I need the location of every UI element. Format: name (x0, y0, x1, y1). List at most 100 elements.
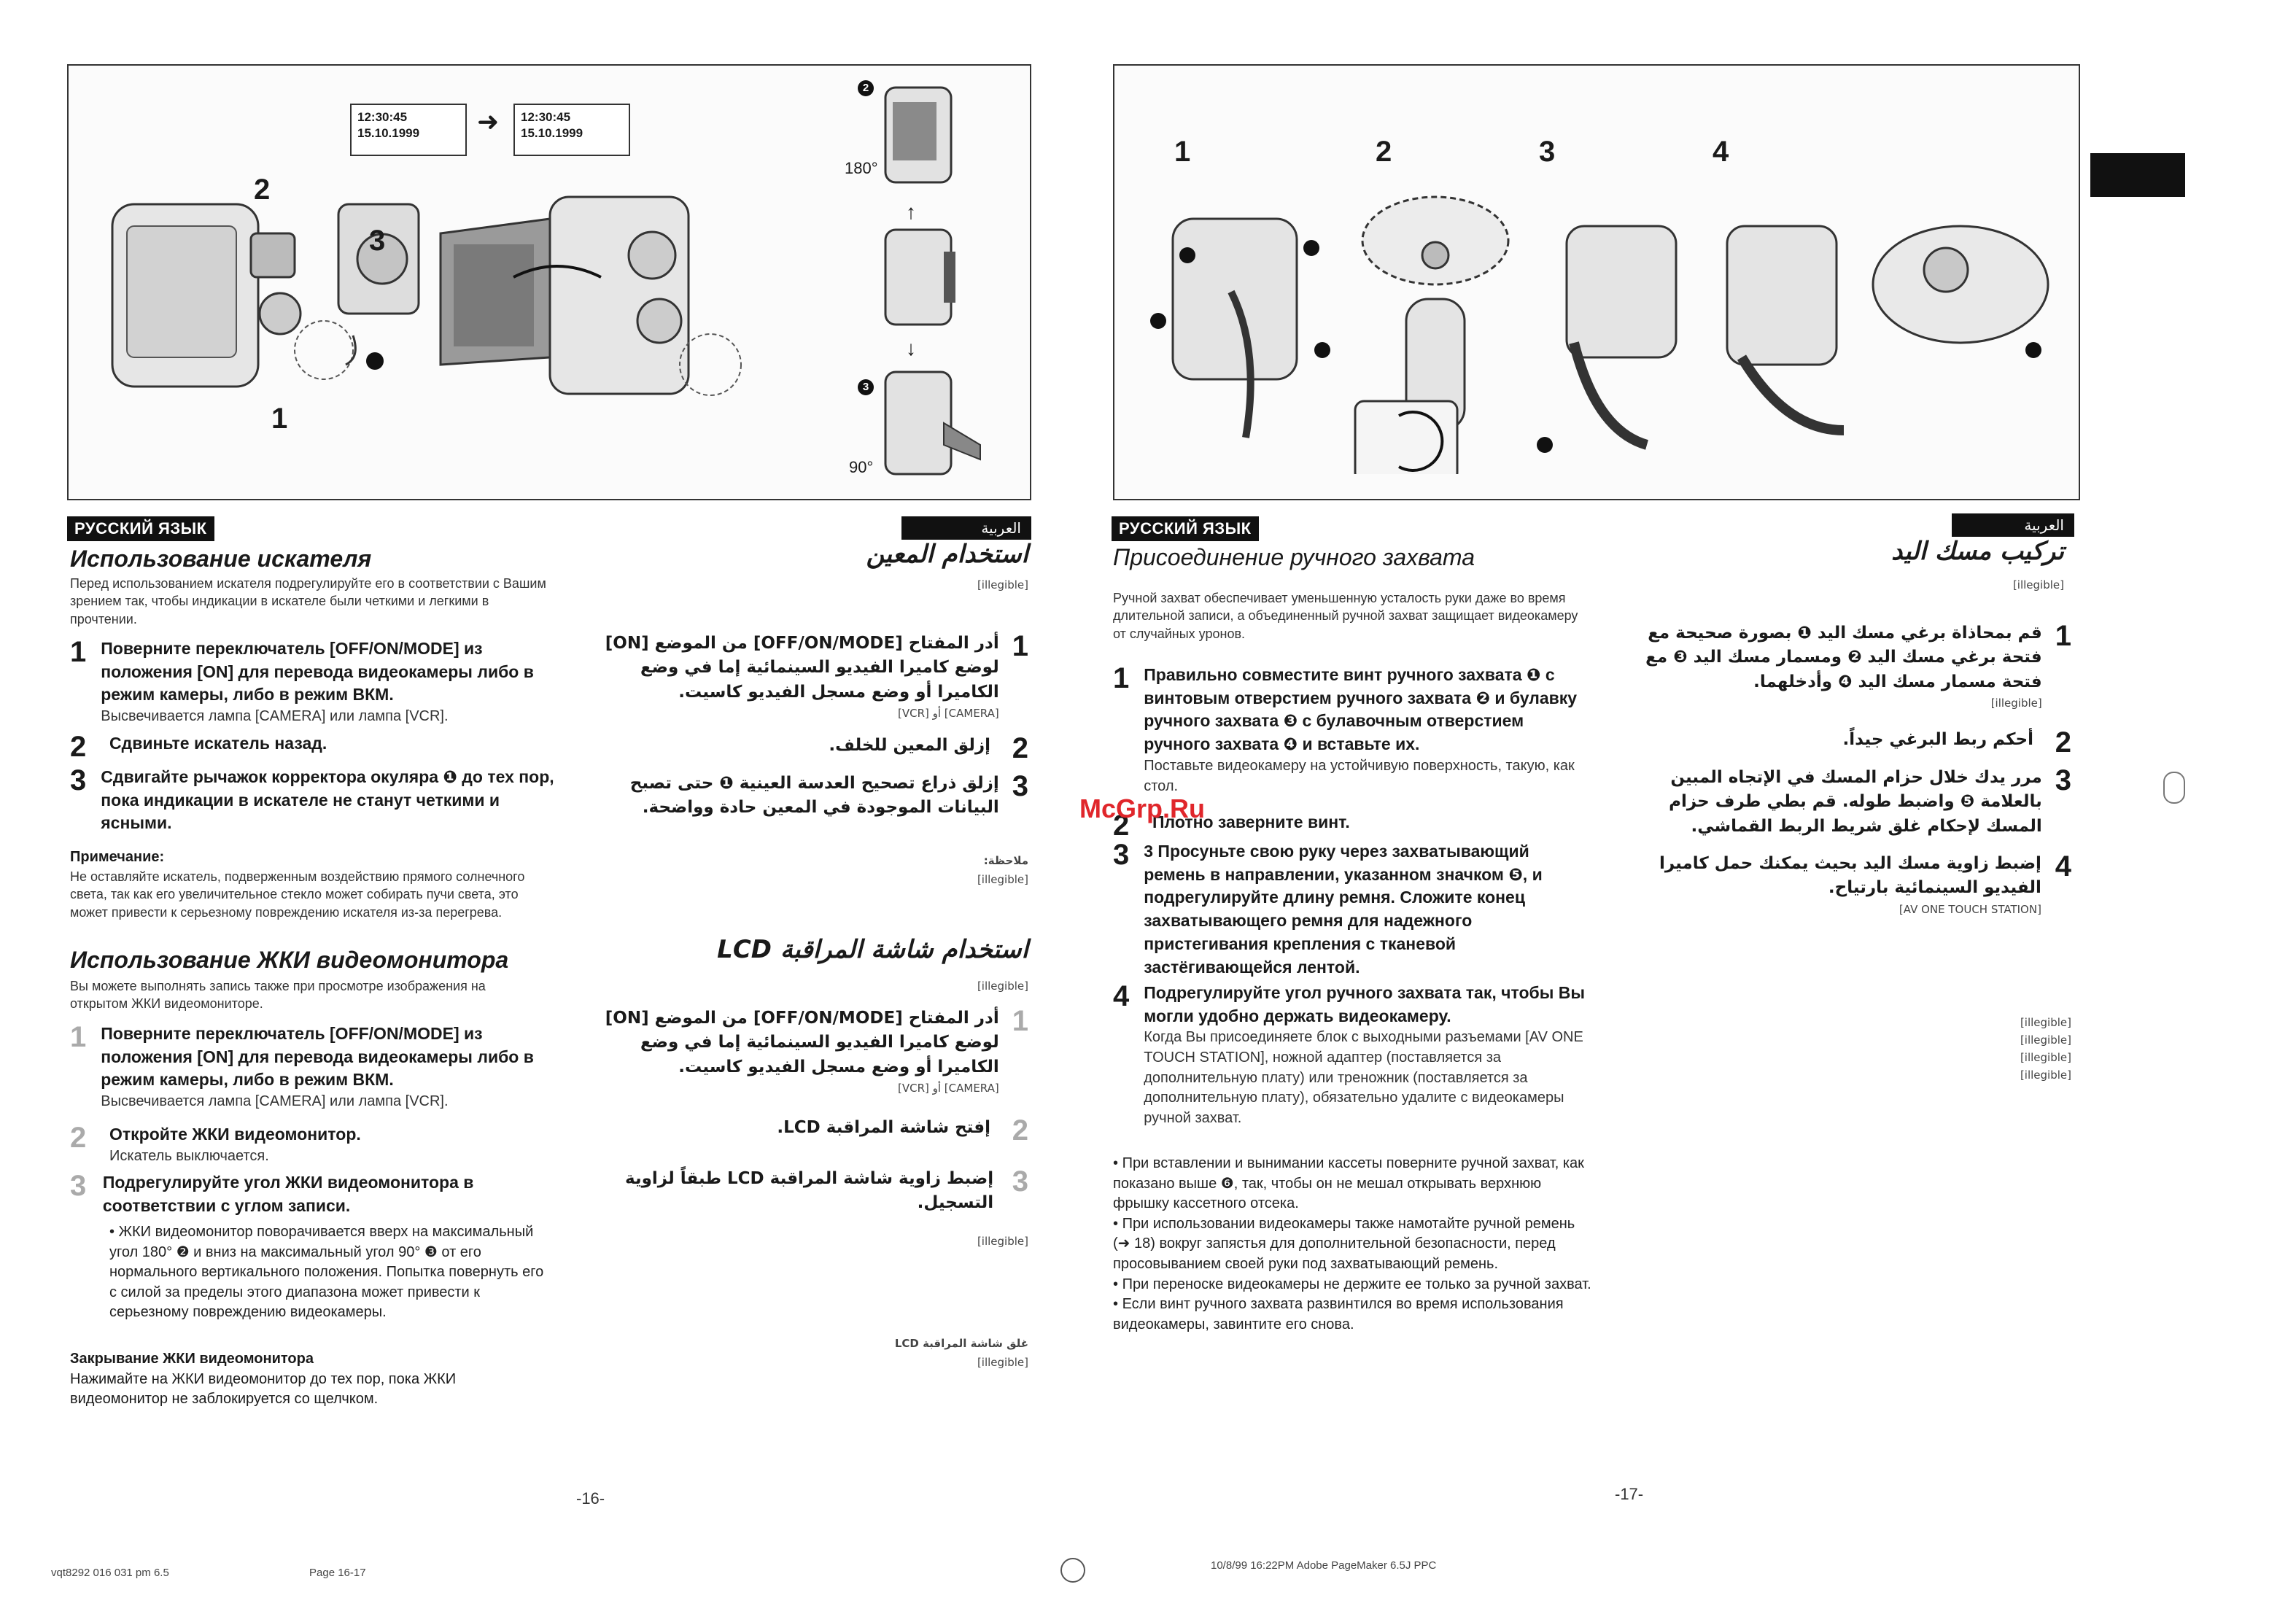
language-edge-tab (2090, 153, 2185, 197)
arabic-intro-lcd: [illegible] (977, 979, 1028, 993)
arabic-step-1-lcd: 1 أدر المفتاح [OFF/ON/MODE] من الموضع [O… (598, 1006, 1028, 1097)
russian-language-tag: РУССКИЙ ЯЗЫК (67, 516, 214, 541)
arabic-bullet-item-3: [illegible] (2020, 1051, 2071, 1064)
section-title-viewfinder: Использование искателя (70, 546, 372, 572)
rotate-up-arrow-icon: ↑ (906, 201, 916, 223)
step-number: 2 (1113, 810, 1130, 842)
figure-step-4: 4 (1713, 136, 1729, 168)
step-subtext: Искатель выключается. (109, 1147, 269, 1164)
figure-step-label-3: 3 (369, 225, 386, 257)
angle-90-label: 90° (849, 458, 874, 476)
step-4-grip: 4 Подрегулируйте угол ручного захвата та… (1113, 982, 1594, 1128)
footer-filename: vqt8292 016 031 pm 6.5 (51, 1567, 169, 1579)
arabic-bullet-item-1: [illegible] (2020, 1016, 2071, 1029)
bullet-item-1: • При вставлении и вынимании кассеты пов… (1113, 1155, 1584, 1212)
arabic-step-1-viewfinder: 1 أدر المفتاح [OFF/ON/MODE] من الموضع [O… (598, 632, 1028, 722)
arabic-language-tag-right: العربية (1952, 513, 2074, 537)
note-text: Не оставляйте искатель, подверженным воз… (70, 869, 525, 920)
arabic-step-4-grip: 4 إضبط زاوية مسك اليد بحيث يمكنك حمل كام… (1634, 852, 2071, 918)
binding-hole-icon (2163, 772, 2185, 804)
step-number: 3 (1012, 770, 1028, 802)
step-number: 2 (70, 1122, 87, 1154)
step-3-lcd: 3 Подрегулируйте угол ЖКИ видеомонитора … (70, 1171, 559, 1217)
figure-step-1: 1 (1174, 136, 1191, 168)
bullet-text: ЖКИ видеомонитор поворачивается вверх на… (109, 1224, 544, 1321)
step-number: 1 (70, 636, 87, 668)
step-number: 1 (1012, 630, 1028, 662)
step-number: 3 (1012, 1165, 1028, 1198)
arabic-lcd-bullet: [illegible] (977, 1235, 1028, 1248)
step-subtext: [CAMERA] أو [VCR] (897, 707, 999, 721)
date-value: 15.10.1999 (521, 126, 583, 141)
arabic-step-1-grip: 1 قم بمحاذاة برغي مسك اليد ❶ بصورة صحيحة… (1634, 621, 2071, 712)
step-text: Поверните переключатель [OFF/ON/MODE] из… (101, 639, 534, 705)
section-title-lcd: Использование ЖКИ видеомонитора (70, 947, 509, 973)
step-subtext: [CAMERA] أو [VCR] (897, 1082, 999, 1095)
step-number: 1 (1012, 1005, 1028, 1037)
arabic-bullet-item-2: [illegible] (2020, 1033, 2071, 1047)
arabic-section-title-lcd: استخدام شاشة المراقبة LCD (717, 935, 1028, 964)
page-number-16: -16- (576, 1489, 605, 1508)
step-text: قم بمحاذاة برغي مسك اليد ❶ بصورة صحيحة م… (1645, 624, 2042, 691)
step-2-viewfinder: 2 Сдвиньте искатель назад. (70, 732, 559, 761)
step-3-viewfinder: 3 Сдвигайте рычажок корректора окуляра ❶… (70, 766, 559, 835)
arabic-bullet-item-4: [illegible] (2020, 1068, 2071, 1082)
time-value: 12:30:45 (357, 110, 408, 124)
step-number: 1 (1113, 662, 1130, 694)
step-2-grip: 2 Плотно заверните винт. (1113, 811, 1594, 840)
arabic-closing-title: غلق شاشة المراقبة LCD (894, 1337, 1028, 1350)
arabic-note-title: ملاحظة: (983, 854, 1028, 867)
step-text: Откройте ЖКИ видеомонитор. (109, 1125, 361, 1144)
footer-page-range: Page 16-17 (309, 1567, 366, 1579)
step-subtext: Высвечивается лампа [CAMERA] или лампа [… (101, 1093, 449, 1110)
step-1-grip: 1 Правильно совместите винт ручного захв… (1113, 664, 1594, 796)
step-3-grip: 3 3 Просуньте свою руку через захватываю… (1113, 840, 1594, 979)
registration-mark-icon (1060, 1558, 1085, 1583)
step-subtext: Поставьте видеокамеру на устойчивую пове… (1144, 757, 1575, 794)
page-number-17: -17- (1615, 1485, 1644, 1503)
grip-bullets: • При вставлении и вынимании кассеты пов… (1113, 1154, 1594, 1335)
step-subtext: [AV ONE TOUCH STATION] (1899, 902, 2041, 916)
step-number: 2 (1012, 1114, 1028, 1147)
grip-angle-step4-illustration (1726, 225, 2049, 435)
step-number: 1 (2055, 620, 2071, 652)
bullet-item-4: • Если винт ручного захвата развинтился … (1113, 1296, 1564, 1332)
arabic-closing-text: [illegible] (977, 1356, 1028, 1369)
lcd-normal-position-illustration (884, 228, 955, 326)
camcorder-lcd-open-illustration (439, 195, 742, 396)
step-text: أدر المفتاح [OFF/ON/MODE] من الموضع [ON]… (605, 634, 999, 702)
russian-language-tag-right: РУССКИЙ ЯЗЫК (1112, 516, 1259, 541)
time-value: 12:30:45 (521, 110, 571, 124)
step-number: 2 (2055, 726, 2071, 758)
step-text: إضبط زاوية مسك اليد بحيث يمكنك حمل كامير… (1659, 854, 2041, 898)
angle-180-label: 180° (845, 159, 878, 177)
step-number: 3 (70, 764, 87, 796)
step-1-lcd: 1 Поверните переключатель [OFF/ON/MODE] … (70, 1023, 559, 1112)
step-number: 4 (2055, 850, 2071, 882)
date-value: 15.10.1999 (357, 126, 420, 141)
arabic-language-tag: العربية (901, 516, 1031, 540)
step-text: Правильно совместите винт ручного захват… (1144, 665, 1578, 754)
step-number: 3 (70, 1170, 87, 1202)
callout-2-icon: 2 (858, 80, 874, 96)
arabic-note-text: [illegible] (977, 873, 1028, 886)
step-text: إفتح شاشة المراقبة LCD. (777, 1118, 990, 1137)
right-figure-panel: 1 2 3 4 (1113, 64, 2080, 500)
grip-attach-step1-illustration (1150, 217, 1330, 438)
arabic-grip-bullets: [illegible] [illegible] [illegible] [ill… (1619, 1014, 2071, 1084)
arabic-section-title-grip: تركيب مسك اليد (1891, 537, 2064, 566)
section-intro-lcd: Вы можете выполнять запись также при про… (70, 979, 486, 1012)
rotate-down-arrow-icon: ↓ (906, 337, 916, 360)
grip-strap-step3-illustration (1537, 225, 1678, 453)
camcorder-viewfinder-illustration (111, 203, 420, 388)
lcd-rotated-90-illustration (884, 370, 981, 476)
bullet-item-2: • При использовании видеокамеры также на… (1113, 1215, 1575, 1272)
footer-timestamp: 10/8/99 16:22PM Adobe PageMaker 6.5J PPC (1211, 1559, 1437, 1572)
arabic-step-2-grip: 2 أحكم ربط البرغي جيداً. (1634, 728, 2071, 757)
figure-step-3: 3 (1539, 136, 1556, 168)
step-subtext: Высвечивается лампа [CAMERA] или лампа [… (101, 708, 449, 725)
step-text: إضبط زاوية شاشة المراقبة LCD طبقاً لزاوي… (625, 1169, 994, 1213)
figure-step-label-1: 1 (271, 403, 288, 435)
section-intro-viewfinder: Перед использованием искателя подрегулир… (70, 576, 546, 626)
step-number: 3 (1113, 839, 1130, 871)
